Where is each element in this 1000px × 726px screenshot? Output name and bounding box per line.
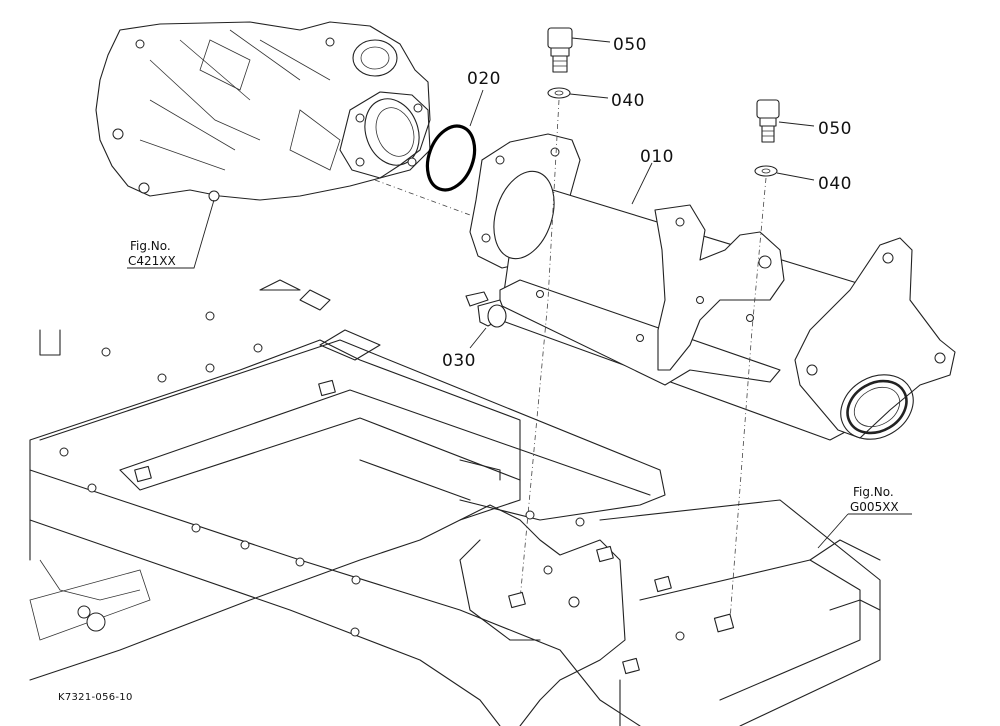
- fig-ref-c421-code: C421XX: [128, 254, 176, 268]
- callout-040-right: 040: [818, 174, 852, 194]
- chassis-frame: [29, 279, 881, 726]
- callout-010: 010: [640, 147, 674, 167]
- bolt-050-right: [756, 99, 780, 143]
- leader-fig-c421: [188, 199, 215, 269]
- leader-020: [469, 89, 484, 127]
- fig-ref-g005-code: G005XX: [850, 500, 899, 514]
- leader-040-right: [776, 172, 815, 181]
- callout-050-right: 050: [818, 119, 852, 139]
- fig-ref-g005-label: Fig.No.: [853, 485, 894, 499]
- leader-fig-g005: [817, 513, 849, 549]
- transmission-housing: [95, 21, 431, 202]
- leader-010: [631, 162, 653, 205]
- document-id: K7321-056-10: [58, 692, 133, 703]
- axle-support-010: [469, 133, 956, 441]
- leader-040-top: [569, 93, 609, 99]
- callout-040-top: 040: [611, 91, 645, 111]
- leader-050-right: [778, 121, 815, 127]
- fig-ref-c421-label: Fig.No.: [130, 239, 171, 253]
- leader-030: [469, 327, 487, 349]
- callout-020: 020: [467, 69, 501, 89]
- washer-040-right: [754, 165, 778, 177]
- callout-030: 030: [442, 351, 476, 371]
- o-ring-020: [425, 124, 477, 192]
- bolt-050-left: [547, 27, 573, 73]
- callout-050-top: 050: [613, 35, 647, 55]
- bolt-030: [465, 291, 507, 328]
- washer-040-left: [547, 87, 571, 99]
- leader-050-top: [571, 37, 611, 43]
